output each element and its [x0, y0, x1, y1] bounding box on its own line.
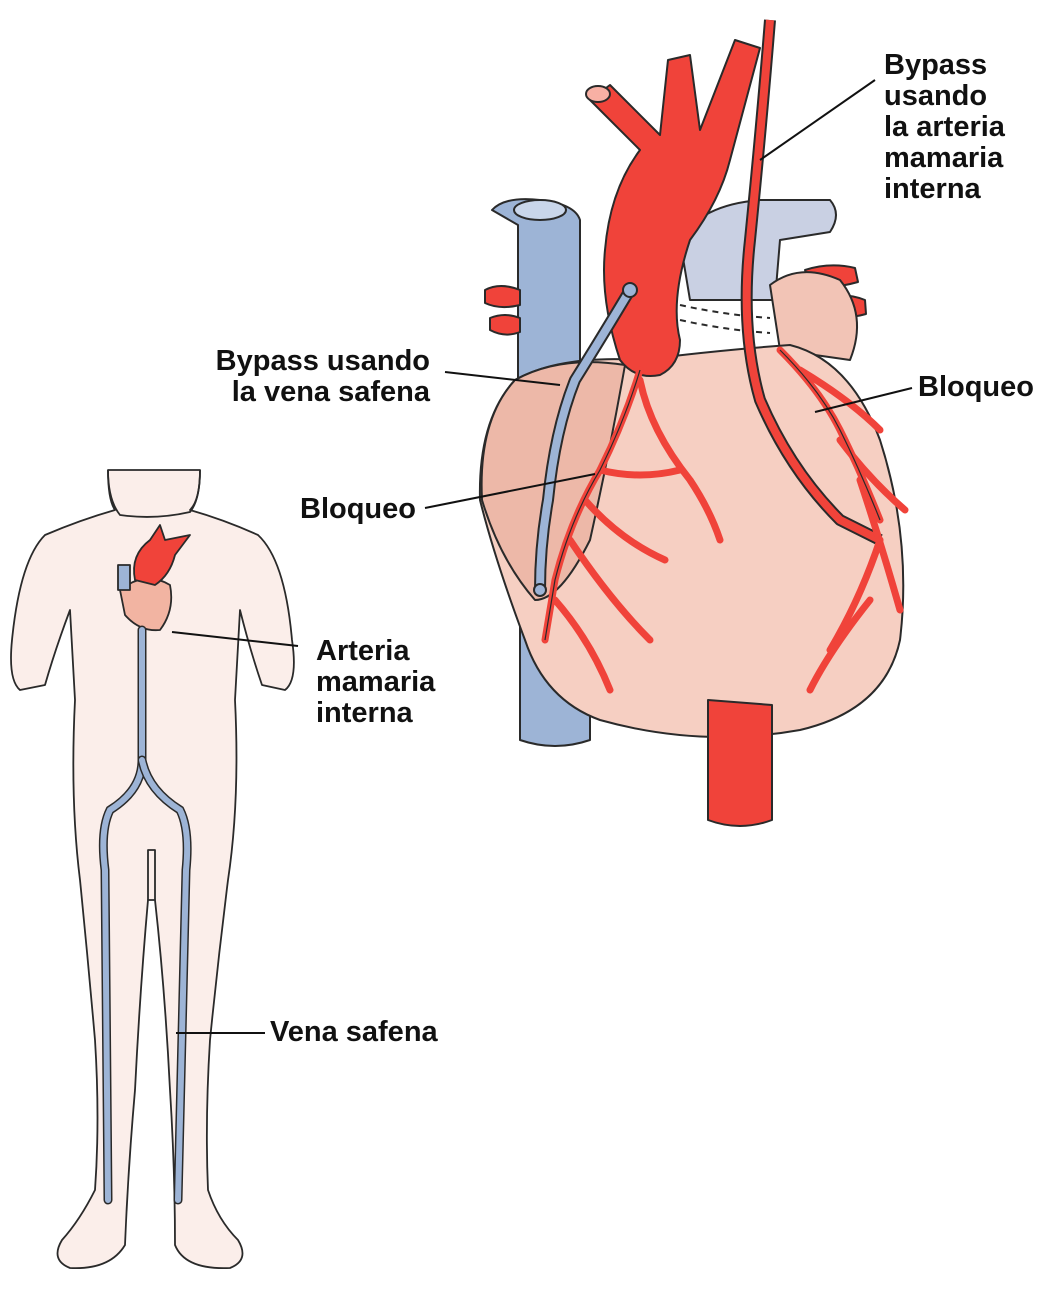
label-line: Arteria: [316, 636, 435, 667]
vena-cava-opening: [514, 200, 566, 220]
label-line: usando: [884, 81, 1005, 112]
label-bypass-mammary: Bypass usando la arteria mamaria interna: [884, 50, 1005, 205]
label-line: la arteria: [884, 112, 1005, 143]
pulmonary-dash: [680, 320, 770, 333]
label-line: Bypass: [884, 50, 1005, 81]
label-line: interna: [884, 174, 1005, 205]
label-line: Bypass usando: [190, 346, 430, 377]
body-illustration: [11, 470, 294, 1268]
leader-mammary-bypass: [760, 80, 875, 160]
label-saphenous-vein: Vena safena: [270, 1017, 438, 1048]
label-blockage-right: Bloqueo: [918, 372, 1034, 403]
label-blockage-left: Bloqueo: [300, 494, 416, 525]
descending-aorta: [708, 700, 772, 826]
label-internal-mammary-artery: Arteria mamaria interna: [316, 636, 435, 729]
anastomosis-top: [623, 283, 637, 297]
anastomosis-bottom: [534, 584, 546, 596]
label-line: mamaria: [884, 143, 1005, 174]
label-line: la vena safena: [190, 377, 430, 408]
pulmonary-vessel: [490, 315, 520, 335]
label-bypass-saphenous: Bypass usando la vena safena: [190, 346, 430, 408]
label-line: interna: [316, 698, 435, 729]
aorta-branch-opening: [586, 86, 610, 102]
pulmonary-vessel: [485, 286, 520, 307]
pulmonary-dash: [680, 305, 770, 318]
heart-illustration: [480, 20, 905, 826]
label-line: mamaria: [316, 667, 435, 698]
body-vena-cava: [118, 565, 130, 590]
